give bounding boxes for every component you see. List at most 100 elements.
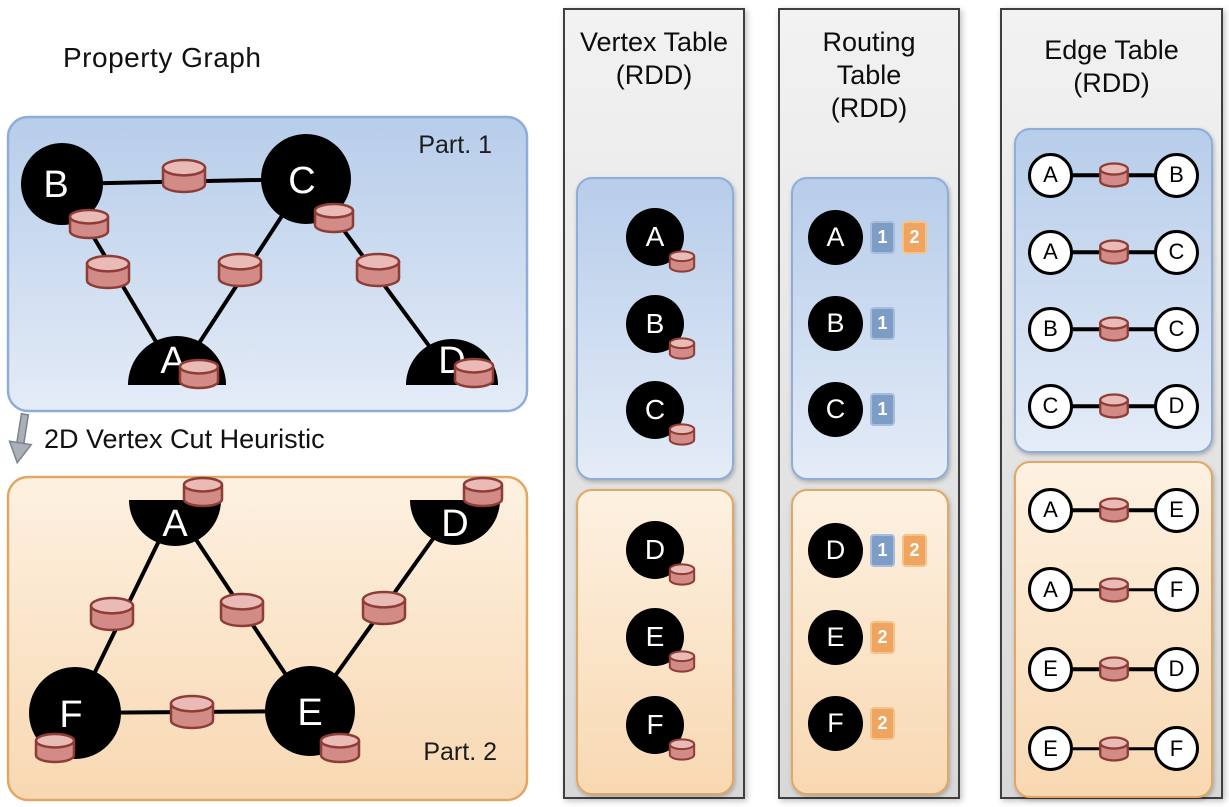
edge-property-cylinder-icon (1098, 316, 1129, 342)
partition-1-ref-badge: 1 (870, 221, 895, 254)
edge-property-cylinder-icon (1098, 656, 1129, 682)
vertex-entry-A: A (626, 207, 696, 273)
edge-property-cylinder-icon (1098, 316, 1129, 342)
edge-property-cylinder-icon (89, 596, 135, 632)
edge-src-vertex: C (1028, 383, 1073, 429)
vertex-property-cylinder-icon (319, 732, 361, 764)
vertex-cut-label: 2D Vertex Cut Heuristic (44, 423, 325, 454)
graph-vertex-label: C (288, 160, 315, 202)
vertex-table-title: Vertex Table(RDD) (565, 26, 743, 92)
edge-property-cylinder-icon (355, 252, 401, 288)
edge-property-cylinder-icon (169, 694, 215, 730)
vertex-entry-F: F (626, 695, 696, 761)
edge-property-cylinder-icon (1098, 239, 1129, 265)
panel-title-line: Routing (822, 27, 916, 57)
vertex-node-C: C (808, 382, 863, 437)
graph-vertex-label: F (59, 694, 82, 736)
edge-dst-vertex: D (1154, 646, 1199, 692)
edge-src-vertex: A (1028, 229, 1073, 275)
vertex-property-cylinder-icon (68, 208, 110, 240)
edge-property-cylinder-icon (1098, 577, 1129, 603)
panel-title-line: (RDD) (615, 60, 693, 90)
vertex-property-cylinder-icon (668, 562, 696, 586)
panel-title-line: (RDD) (830, 93, 908, 123)
edge-src-vertex: A (1028, 567, 1073, 613)
edge-property-cylinder-icon (361, 590, 407, 626)
edge-property-cylinder-icon (1098, 162, 1129, 188)
vertex-property-cylinder-icon (668, 250, 696, 273)
vertex-property-cylinder-icon (668, 423, 696, 446)
edge-property-cylinder-icon (1098, 497, 1129, 524)
partition-2-ref-badge: 2 (902, 533, 927, 567)
edge-src-vertex: B (1028, 306, 1073, 352)
vertex-property-cylinder-icon (668, 737, 696, 761)
edge-dst-vertex: F (1154, 567, 1199, 613)
vertex-property-cylinder-icon (178, 358, 220, 390)
vertex-property-cylinder-icon (668, 336, 696, 360)
edge-property-cylinder-icon (1098, 239, 1129, 265)
edge-property-cylinder-icon (1098, 393, 1129, 419)
panel-title-line: Edge Table (1044, 35, 1179, 65)
panel-title-line: Vertex Table (579, 27, 729, 57)
vertex-entry-E: E (626, 608, 696, 673)
vertex-entry-C: C (626, 381, 696, 446)
partition-label: Part. 1 (418, 131, 492, 159)
vertex-property-cylinder-icon (668, 423, 696, 446)
vertex-property-cylinder-icon (668, 650, 696, 673)
vertex-entry-B: B (626, 294, 696, 360)
edge-dst-vertex: D (1154, 383, 1199, 429)
edge-dst-vertex: F (1154, 726, 1199, 772)
edge-property-cylinder-icon (1098, 656, 1129, 682)
panel-title-line: (RDD) (1073, 68, 1150, 98)
edge-property-cylinder-icon (1098, 577, 1129, 603)
vertex-property-cylinder-icon (668, 336, 696, 360)
edge-dst-vertex: B (1154, 152, 1199, 198)
partition-1-ref-badge: 1 (870, 393, 895, 426)
vertex-property-cylinder-icon (453, 357, 495, 389)
vertex-property-cylinder-icon (668, 562, 696, 586)
panel-title-line: Table (836, 60, 902, 90)
partition-2-box (6, 475, 529, 802)
edge-property-cylinder-icon (217, 252, 263, 288)
vertex-node-A: A (808, 210, 863, 265)
edge-property-cylinder-icon (1098, 393, 1129, 419)
edge-property-cylinder-icon (1098, 735, 1129, 762)
edge-src-vertex: E (1028, 726, 1073, 772)
edge-src-vertex: A (1028, 152, 1073, 198)
vertex-property-cylinder-icon (462, 476, 504, 508)
vertex-property-cylinder-icon (668, 737, 696, 761)
graph-vertex-D (410, 500, 500, 545)
graph-vertex-C (261, 134, 351, 224)
vertex-node-D: D (808, 522, 863, 578)
edge-property-cylinder-icon (161, 158, 207, 194)
partition-2-ref-badge: 2 (902, 221, 927, 254)
graph-vertex-label: E (297, 692, 322, 734)
vertex-node-B: B (626, 294, 684, 353)
graph-vertex-label: B (43, 164, 68, 206)
graph-vertex-label: A (162, 503, 188, 545)
partition-label: Part. 2 (423, 738, 497, 766)
edge-property-cylinder-icon (1098, 735, 1129, 762)
edge-dst-vertex: E (1154, 487, 1199, 533)
partition-1-box (6, 115, 529, 413)
vertex-property-cylinder-icon (182, 476, 224, 508)
